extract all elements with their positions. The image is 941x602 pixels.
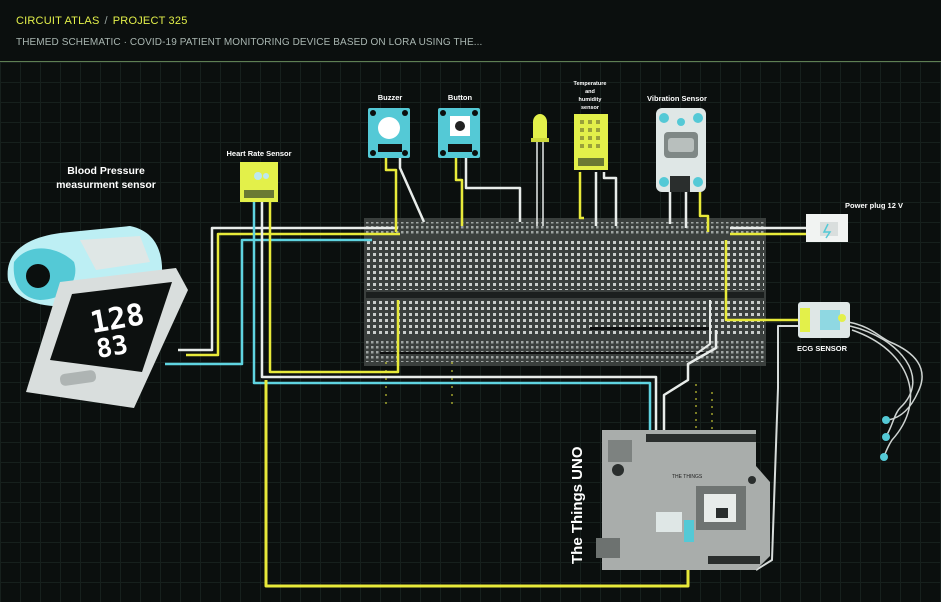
- temp-label-line4: sensor: [581, 105, 600, 111]
- temp-label-line1: Temperature: [574, 81, 607, 87]
- breadcrumb: CIRCUIT ATLAS / PROJECT 325: [16, 15, 188, 27]
- buzzer-label: Buzzer: [378, 93, 403, 102]
- buzzer[interactable]: Buzzer: [368, 93, 410, 158]
- temp-label-line3: humidity: [579, 97, 603, 103]
- header-divider: [0, 61, 941, 62]
- temp-label-line2: and: [585, 89, 595, 95]
- breadboard: [364, 218, 766, 366]
- button-module[interactable]: Button: [438, 93, 480, 158]
- breadcrumb-project[interactable]: PROJECT 325: [112, 15, 188, 27]
- wires: [165, 140, 923, 588]
- breadcrumb-site[interactable]: CIRCUIT ATLAS: [16, 15, 100, 27]
- power-plug-label: Power plug 12 V: [845, 201, 903, 210]
- vibration-sensor[interactable]: Vibration Sensor: [647, 94, 707, 192]
- the-things-uno-board[interactable]: THE THINGS The Things UNO: [569, 430, 770, 570]
- uno-chip-text: THE THINGS: [672, 474, 703, 480]
- bp-label-line1: Blood Pressure: [67, 165, 145, 177]
- header: CIRCUIT ATLAS / PROJECT 325 THEMED SCHEMAT…: [0, 0, 941, 61]
- uno-label: The Things UNO: [569, 446, 586, 564]
- ecg-sensor[interactable]: ECG SENSOR: [797, 302, 890, 461]
- temperature-humidity-sensor[interactable]: Temperature and humidity sensor: [574, 81, 608, 170]
- led: [531, 114, 549, 142]
- page-subtitle: THEMED SCHEMATIC · COVID-19 PATIENT MONI…: [16, 37, 483, 48]
- breadcrumb-separator: /: [104, 15, 108, 27]
- heart-rate-sensor[interactable]: Heart Rate Sensor: [226, 149, 292, 202]
- bp-display-diastolic: 83: [94, 330, 130, 365]
- power-plug[interactable]: Power plug 12 V: [806, 201, 903, 242]
- heart-rate-label: Heart Rate Sensor: [226, 149, 291, 158]
- button-label: Button: [448, 93, 473, 102]
- vibration-label: Vibration Sensor: [647, 94, 707, 103]
- ecg-electrodes: [880, 416, 890, 461]
- bp-label-line2: measurment sensor: [56, 179, 156, 191]
- ecg-label: ECG SENSOR: [797, 344, 848, 353]
- blood-pressure-sensor[interactable]: 128 83 Blood Pressure measurment sensor: [7, 165, 188, 408]
